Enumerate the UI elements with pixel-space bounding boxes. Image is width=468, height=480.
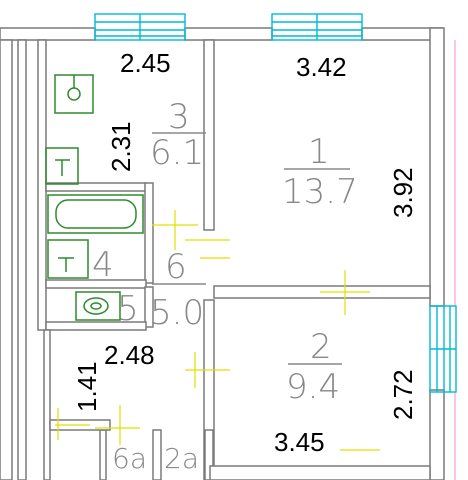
room-2-area: 9.4 — [286, 367, 340, 407]
room-5-number: 5 — [117, 289, 139, 329]
fixtures — [45, 74, 144, 321]
room-6a-label: 6a — [112, 442, 147, 475]
window-top-right — [271, 13, 363, 41]
door-markers — [55, 210, 380, 451]
washbasin-icon — [47, 239, 89, 279]
room-2-number: 2 — [310, 327, 332, 367]
dim-room2-width: 3.45 — [274, 427, 325, 457]
dim-hall-length: 1.41 — [72, 361, 102, 412]
room-6-label: 6 5.0 — [150, 247, 206, 333]
room-labels: 3 6.1 1 13.7 6 5.0 4 5 2 9.4 6a 2a — [92, 97, 358, 475]
dim-room3-length: 2.31 — [106, 121, 136, 172]
windows — [94, 13, 457, 393]
room-6-area: 5.0 — [150, 293, 204, 333]
bathtub-icon — [47, 194, 144, 234]
room-3-label: 3 6.1 — [150, 97, 206, 173]
room-1-label: 1 13.7 — [282, 132, 358, 212]
room-6-number: 6 — [165, 247, 187, 287]
outer-trace-lines — [0, 39, 456, 480]
dim-hall-width: 2.48 — [104, 340, 155, 370]
room-1-number: 1 — [308, 132, 330, 172]
dim-room1-length: 3.92 — [388, 167, 418, 218]
window-top-left — [94, 13, 186, 41]
stove-icon — [45, 147, 79, 185]
toilet-icon — [75, 291, 121, 321]
dimension-labels: 2.45 3.42 2.31 3.92 2.48 1.41 2.72 3.45 — [72, 48, 418, 457]
dim-room2-length: 2.72 — [388, 369, 418, 420]
room-2-label: 2 9.4 — [286, 327, 342, 407]
window-right — [429, 305, 457, 393]
dim-room3-width: 2.45 — [120, 48, 171, 78]
room-3-area: 6.1 — [150, 133, 204, 173]
dim-room1-width: 3.42 — [296, 52, 347, 82]
outer-walls — [0, 27, 445, 480]
room-2a-label: 2a — [164, 442, 199, 475]
room-3-number: 3 — [168, 97, 190, 137]
room-4-number: 4 — [92, 245, 114, 285]
sink-icon — [54, 74, 94, 114]
room-1-area: 13.7 — [282, 172, 358, 212]
